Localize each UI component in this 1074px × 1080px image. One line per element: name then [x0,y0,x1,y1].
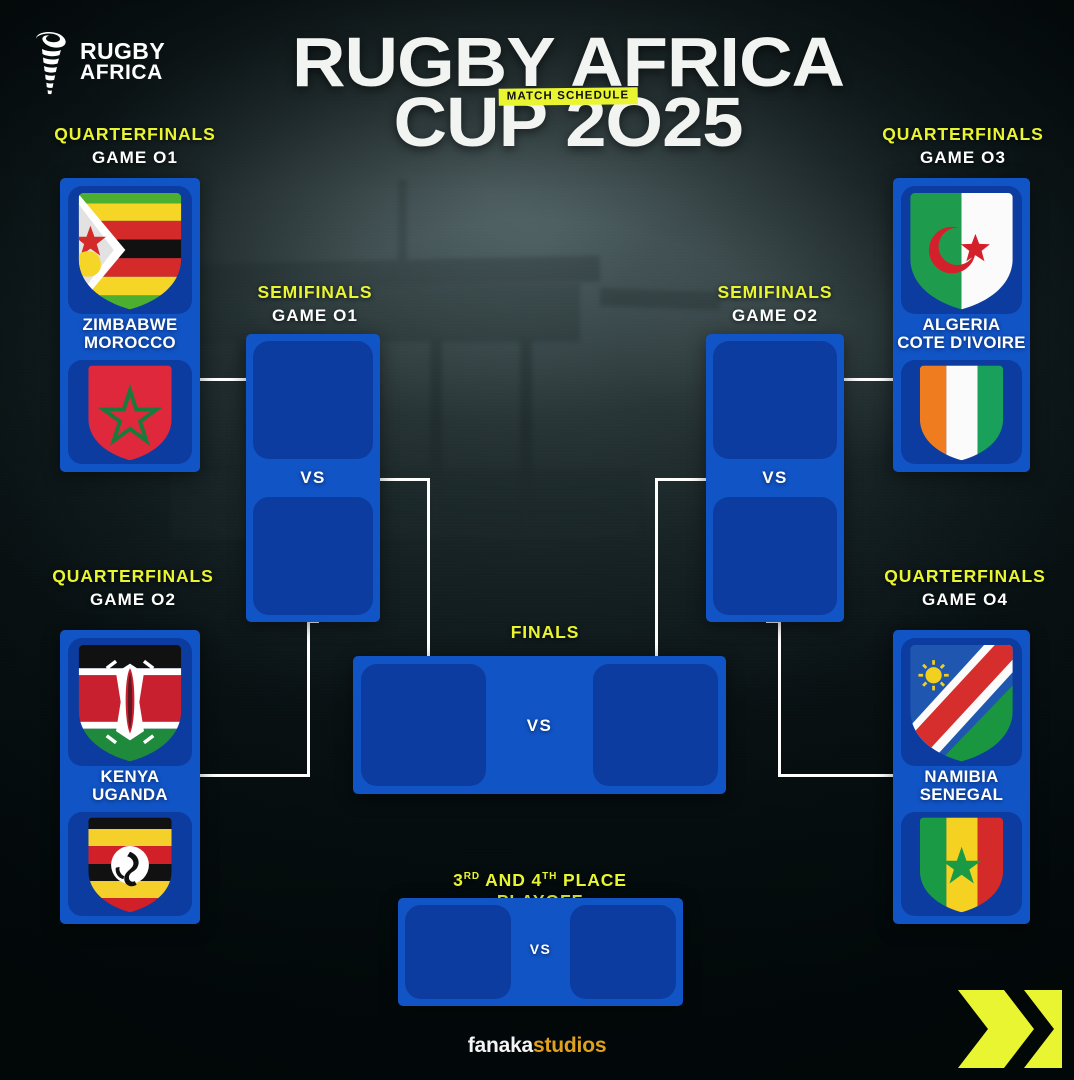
qf2-flag-slot-top [68,638,192,766]
footer-name-part-1: fanaka [467,1034,534,1057]
third-sup-th: TH [542,871,558,883]
third-place-slot-left[interactable] [405,905,511,999]
qf2-flag-slot-bottom [68,812,192,916]
third-place-card[interactable]: VS [398,898,683,1006]
game-number: GAME O4 [921,590,1009,609]
qf3-flag-slot-bottom [901,360,1022,464]
sf2-slot-bottom[interactable] [713,497,837,615]
qf1-team-bottom: MOROCCO [84,334,176,353]
connector-qf4-horizontal [778,774,893,777]
qf1-team-names: ZIMBABWE MOROCCO [60,316,200,353]
round-name: QUARTERFINALS [52,566,214,586]
sf1-card[interactable]: VS [246,334,380,622]
game-number: GAME O2 [731,306,819,325]
logo-line-1: RUGBY [80,38,166,65]
qf3-flag-slot-top [901,186,1022,314]
finals-vs-label: VS [526,716,553,735]
sf1-slot-bottom[interactable] [253,497,373,615]
third-sup-rd: RD [463,871,481,883]
double-chevron-right-icon [958,990,1062,1068]
qf2-team-names: KENYA UGANDA [60,768,200,805]
match-schedule-badge: MATCH SCHEDULE [498,87,638,106]
sf2-card[interactable]: VS [706,334,844,622]
connector-sf2-to-finals-v [655,478,658,656]
algeria-flag-shield-icon [910,192,1013,310]
connector-qf1-to-sf1 [198,378,248,381]
round-label-qf3: QUARTERFINALS GAME O3 [833,124,1074,168]
third-place-vs-label: VS [529,941,552,957]
qf3-team-top: ALGERIA [922,316,1001,334]
qf4-team-names: NAMIBIA SENEGAL [893,768,1030,805]
qf3-team-bottom: COTE D'IVOIRE [897,334,1026,353]
round-label-qf1: QUARTERFINALS GAME O1 [5,124,265,168]
qf4-team-bottom: SENEGAL [919,786,1004,805]
qf1-flag-slot-bottom [68,360,192,464]
qf1-team-top: ZIMBABWE [82,316,178,334]
round-label-sf1: SEMIFINALS GAME O1 [185,282,445,326]
round-name: FINALS [510,622,580,642]
cote-divoire-flag-shield-icon [919,365,1004,461]
uganda-flag-shield-icon [88,817,172,913]
game-number: GAME O1 [271,306,359,325]
round-name: SEMIFINALS [717,282,833,302]
third-mid: AND 4 [480,870,543,890]
round-label-qf2: QUARTERFINALS GAME O2 [3,566,263,610]
qf1-card[interactable]: ZIMBABWE MOROCCO [60,178,200,472]
finals-slot-left[interactable] [361,664,486,786]
kenya-flag-shield-icon [78,644,182,762]
connector-sf2-to-finals-h [655,478,707,481]
rugby-africa-spiral-icon [36,31,66,95]
sf2-vs-label: VS [762,468,788,487]
zimbabwe-flag-shield-icon [78,192,182,310]
logo-wordmark: RUGBY AFRICA [80,38,166,84]
poster-title: RUGBY AFRICA CUP 2O25 MATCH SCHEDULE [228,27,908,157]
connector-qf4-vertical [778,620,781,777]
connector-qf2-horizontal [198,774,310,777]
qf1-flag-slot-top [68,186,192,314]
qf4-flag-slot-bottom [901,812,1022,916]
qf3-team-names: ALGERIA COTE D'IVOIRE [893,316,1030,353]
fanaka-studios-footer-logo: fanakastudios [0,1034,1074,1058]
third-place-slot-right[interactable] [570,905,676,999]
connector-qf2-vertical [307,620,310,777]
namibia-flag-shield-icon [910,644,1013,762]
qf3-card[interactable]: ALGERIA COTE D'IVOIRE [893,178,1030,472]
round-name: QUARTERFINALS [882,124,1044,144]
round-name: QUARTERFINALS [54,124,216,144]
qf2-team-bottom: UGANDA [92,786,168,805]
finals-slot-right[interactable] [593,664,718,786]
round-name: QUARTERFINALS [884,566,1046,586]
rugby-africa-logo: RUGBY AFRICA [28,22,178,102]
game-number: GAME O3 [919,148,1007,167]
qf2-team-top: KENYA [100,768,160,786]
footer-name-part-2: studios [533,1034,607,1057]
third-prefix: 3 [453,870,464,890]
morocco-flag-shield-icon [88,365,172,461]
finals-card[interactable]: VS [353,656,726,794]
game-number: GAME O1 [91,148,179,167]
qf4-flag-slot-top [901,638,1022,766]
title-line-1: RUGBY AFRICA [291,23,845,101]
qf4-team-top: NAMIBIA [924,768,999,786]
round-label-finals: FINALS [415,622,675,643]
connector-sf1-to-finals-h [378,478,430,481]
logo-line-2: AFRICA [80,60,163,84]
game-number: GAME O2 [89,590,177,609]
connector-sf1-to-finals-v [427,478,430,656]
sf1-slot-top[interactable] [253,341,373,459]
qf4-card[interactable]: NAMIBIA SENEGAL [893,630,1030,924]
sf2-slot-top[interactable] [713,341,837,459]
sf1-vs-label: VS [300,468,326,487]
senegal-flag-shield-icon [919,817,1004,913]
round-label-sf2: SEMIFINALS GAME O2 [645,282,905,326]
round-name: SEMIFINALS [257,282,373,302]
round-label-qf4: QUARTERFINALS GAME O4 [835,566,1074,610]
qf2-card[interactable]: KENYA UGANDA [60,630,200,924]
connector-qf3-to-sf2 [843,378,893,381]
